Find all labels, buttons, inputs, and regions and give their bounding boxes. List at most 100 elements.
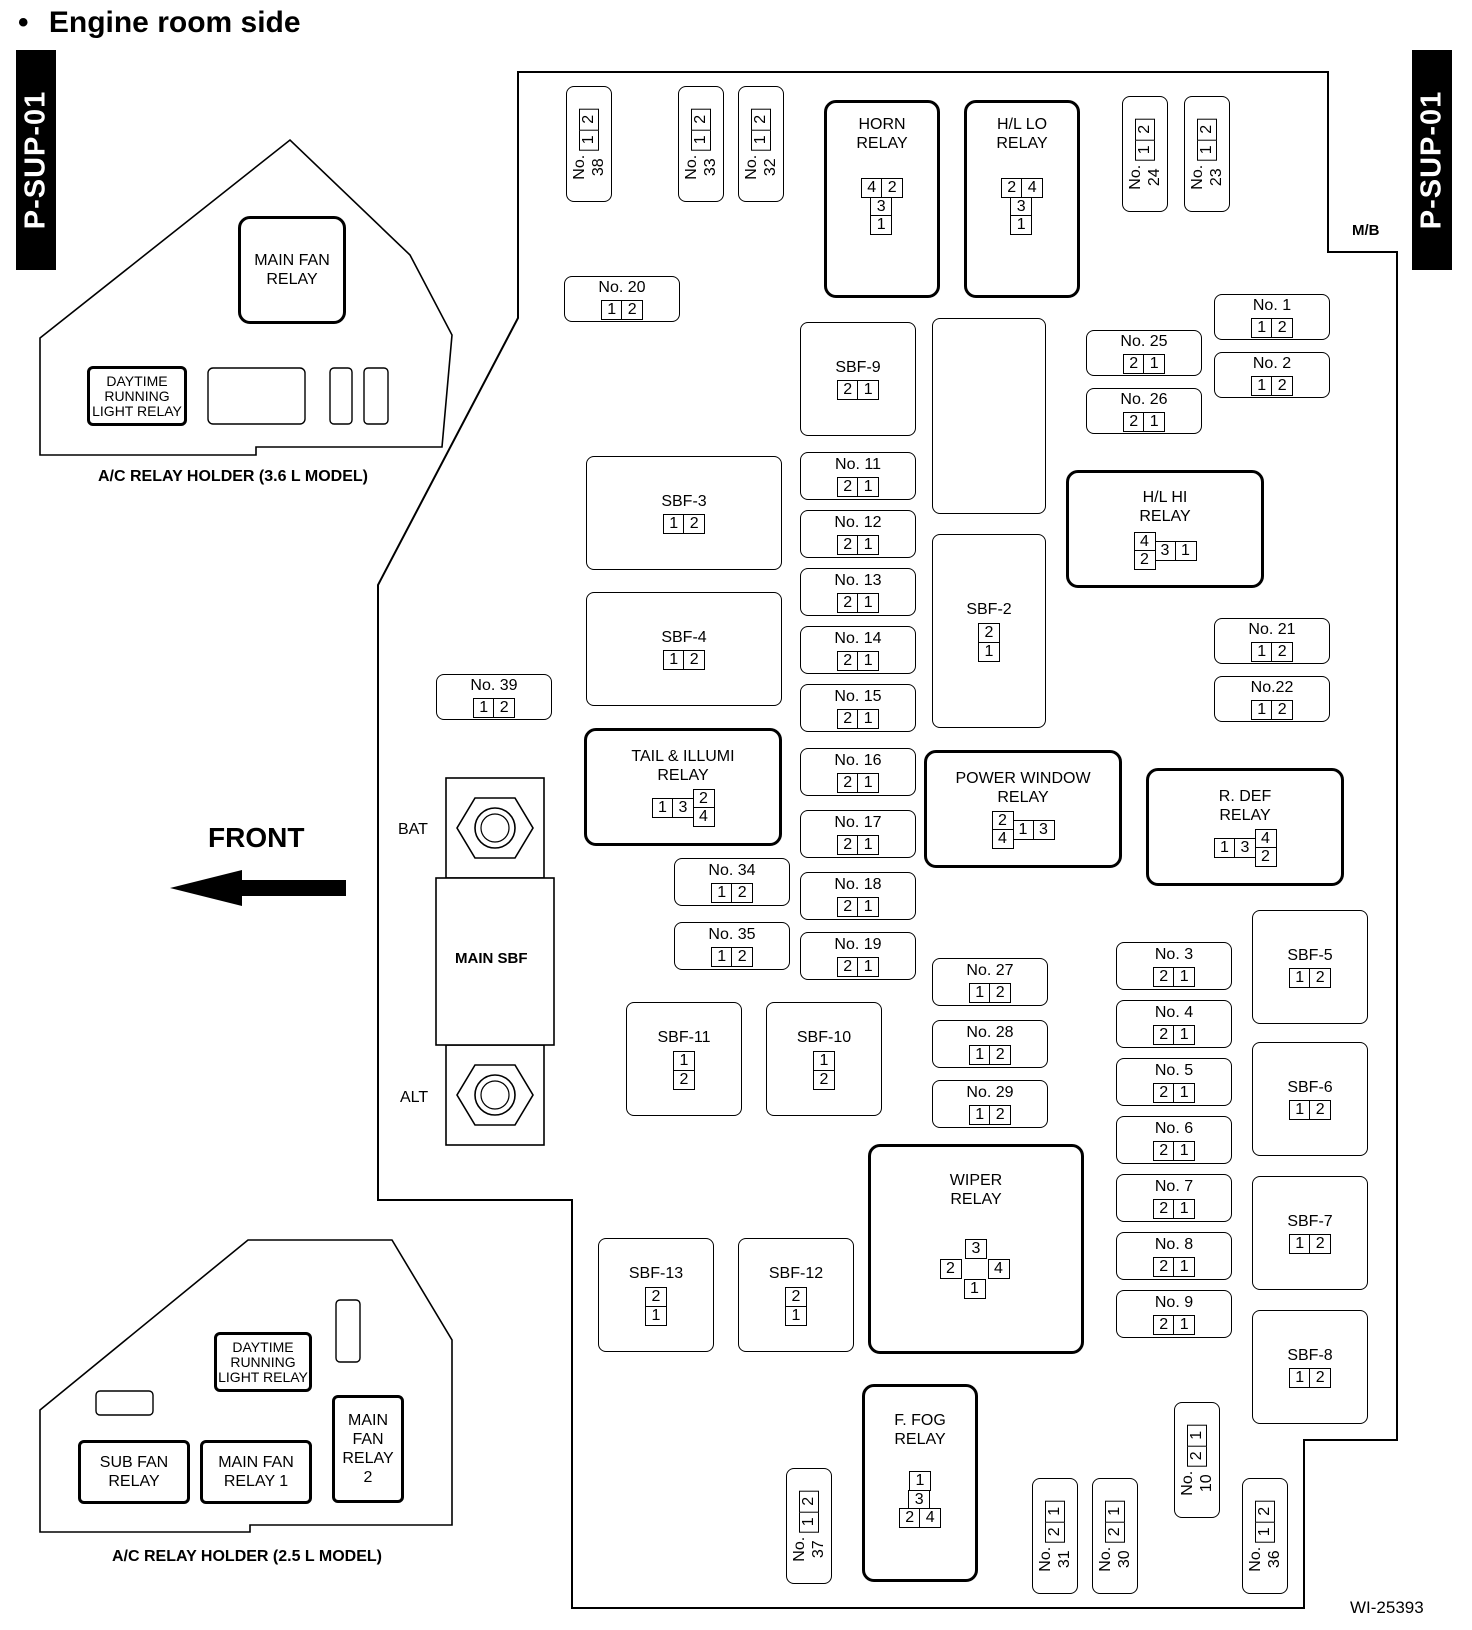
component-label: SBF-13 <box>628 1265 684 1283</box>
terminal-pin: 4 <box>860 178 883 198</box>
daytime-relay-36[interactable]: DAYTIME RUNNING LIGHT RELAY <box>87 366 187 426</box>
terminal-pin: 1 <box>1250 642 1273 662</box>
component-label: H/L LO RELAY <box>996 116 1048 152</box>
terminal-pin: 1 <box>968 1045 991 1065</box>
component-label: No. 20 <box>598 279 646 296</box>
main-fan-relay-2-25[interactable]: MAIN FAN RELAY 2 <box>332 1395 404 1503</box>
terminal-pin: 1 <box>472 698 495 718</box>
terminal-pin: 1 <box>857 477 880 497</box>
terminal-pin: 2 <box>1152 1199 1175 1219</box>
component-label: SBF-3 <box>661 493 707 510</box>
terminal-pin: 1 <box>1173 1083 1196 1103</box>
wiper-relay[interactable]: WIPER RELAY 3 2 4 1 <box>868 1144 1084 1354</box>
terminal-pin: 4 <box>991 829 1014 850</box>
component-label: SBF-4 <box>661 629 707 646</box>
component-label: No. 2 <box>1252 355 1292 372</box>
terminal-pin: 1 <box>1143 354 1166 374</box>
terminal-pin: 1 <box>600 300 623 320</box>
terminal-pin: 1 <box>857 773 880 793</box>
terminal-pin: 4 <box>987 1259 1010 1279</box>
component-label: No. 25 <box>1120 333 1168 350</box>
terminal-pin: 1 <box>579 128 599 151</box>
sub-fan-relay-25[interactable]: SUB FAN RELAY <box>78 1440 190 1504</box>
daytime-relay-25[interactable]: DAYTIME RUNNING LIGHT RELAY <box>214 1332 312 1392</box>
terminal-pin: 2 <box>683 650 706 670</box>
main-fan-relay-1-25[interactable]: MAIN FAN RELAY 1 <box>200 1440 312 1504</box>
terminal-pin: 1 <box>751 128 771 151</box>
main-fan-relay-36[interactable]: MAIN FAN RELAY <box>238 216 346 324</box>
terminal-pin: 1 <box>857 897 880 917</box>
terminal-pin: 2 <box>989 1045 1012 1065</box>
terminal-pin: 1 <box>1250 700 1273 720</box>
